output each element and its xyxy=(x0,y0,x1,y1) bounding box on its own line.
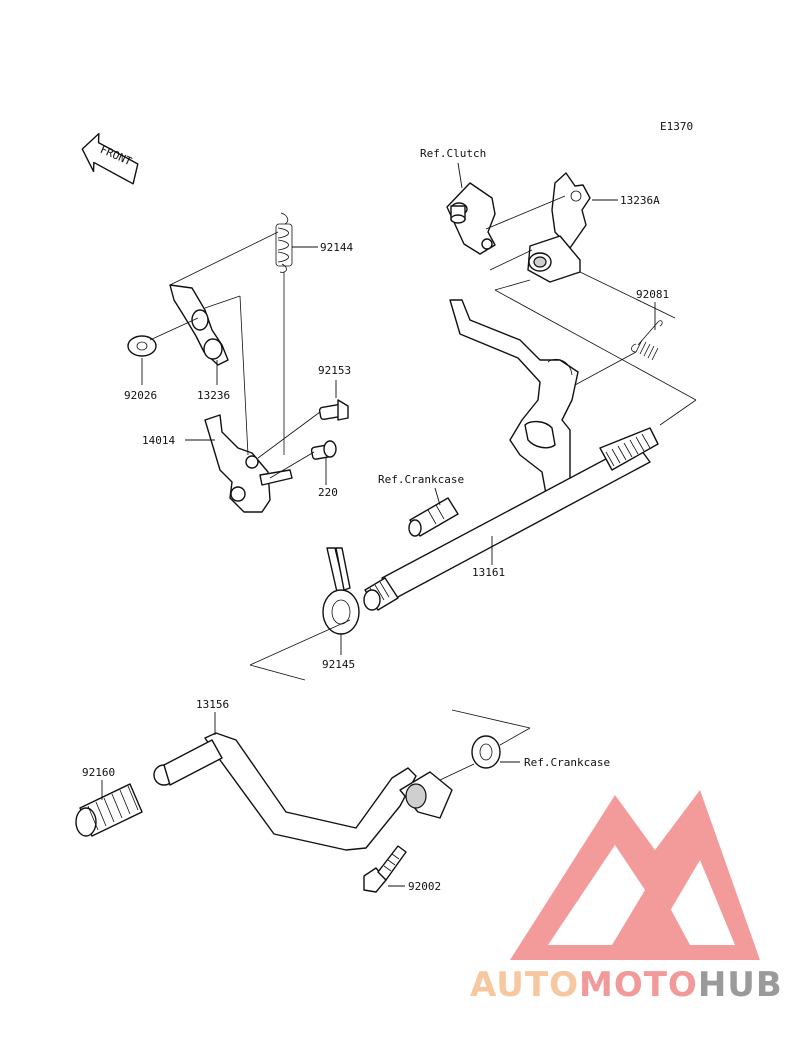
part-labels: Ref.Clutch 13236A 92144 92081 92026 1323… xyxy=(82,147,669,893)
washer-crankcase-part xyxy=(471,735,501,769)
shift-pedal-13156-part xyxy=(153,732,453,851)
label-14014: 14014 xyxy=(142,434,175,447)
crankcase-dowel-part xyxy=(408,497,459,537)
label-220: 220 xyxy=(318,486,338,499)
diagram-code: E1370 xyxy=(660,120,693,133)
label-ref-crankcase-top: Ref.Crankcase xyxy=(378,473,464,486)
bolt-92153-part xyxy=(318,399,349,421)
bolt-220-part xyxy=(310,440,337,460)
spring-92081-part xyxy=(631,320,663,361)
shift-arm-13236-part xyxy=(169,284,229,366)
label-ref-crankcase-bottom: Ref.Crankcase xyxy=(524,756,610,769)
watermark-moto: MOTO xyxy=(579,965,698,1005)
label-92160: 92160 xyxy=(82,766,115,779)
label-13236: 13236 xyxy=(197,389,230,402)
label-92081: 92081 xyxy=(636,288,669,301)
lever-13236a-part xyxy=(527,172,591,283)
clutch-lever-part xyxy=(446,182,496,255)
front-arrow-icon: FRONT xyxy=(81,132,139,185)
label-13156: 13156 xyxy=(196,698,229,711)
label-13236a: 13236A xyxy=(620,194,660,207)
watermark-hub: HUB xyxy=(698,965,783,1005)
watermark-text: AUTOMOTOHUB xyxy=(470,965,783,1005)
washer-92026-part xyxy=(127,335,157,357)
pedal-rubber-92160-part xyxy=(75,783,143,837)
label-92145: 92145 xyxy=(322,658,355,671)
label-92002: 92002 xyxy=(408,880,441,893)
plate-14014-part xyxy=(204,414,293,513)
label-92026: 92026 xyxy=(124,389,157,402)
watermark-logo-icon xyxy=(510,790,760,960)
label-13161: 13161 xyxy=(472,566,505,579)
spring-92144-part xyxy=(275,212,293,273)
watermark-auto: AUTO xyxy=(470,965,579,1005)
label-ref-clutch: Ref.Clutch xyxy=(420,147,486,160)
shaft-13161-part xyxy=(363,427,659,611)
shift-shaft-arm-part xyxy=(449,299,579,506)
label-92144: 92144 xyxy=(320,241,353,254)
bolt-92002-part xyxy=(363,845,407,893)
leader-lines xyxy=(101,162,697,887)
spring-92145-part xyxy=(322,547,360,635)
label-92153: 92153 xyxy=(318,364,351,377)
